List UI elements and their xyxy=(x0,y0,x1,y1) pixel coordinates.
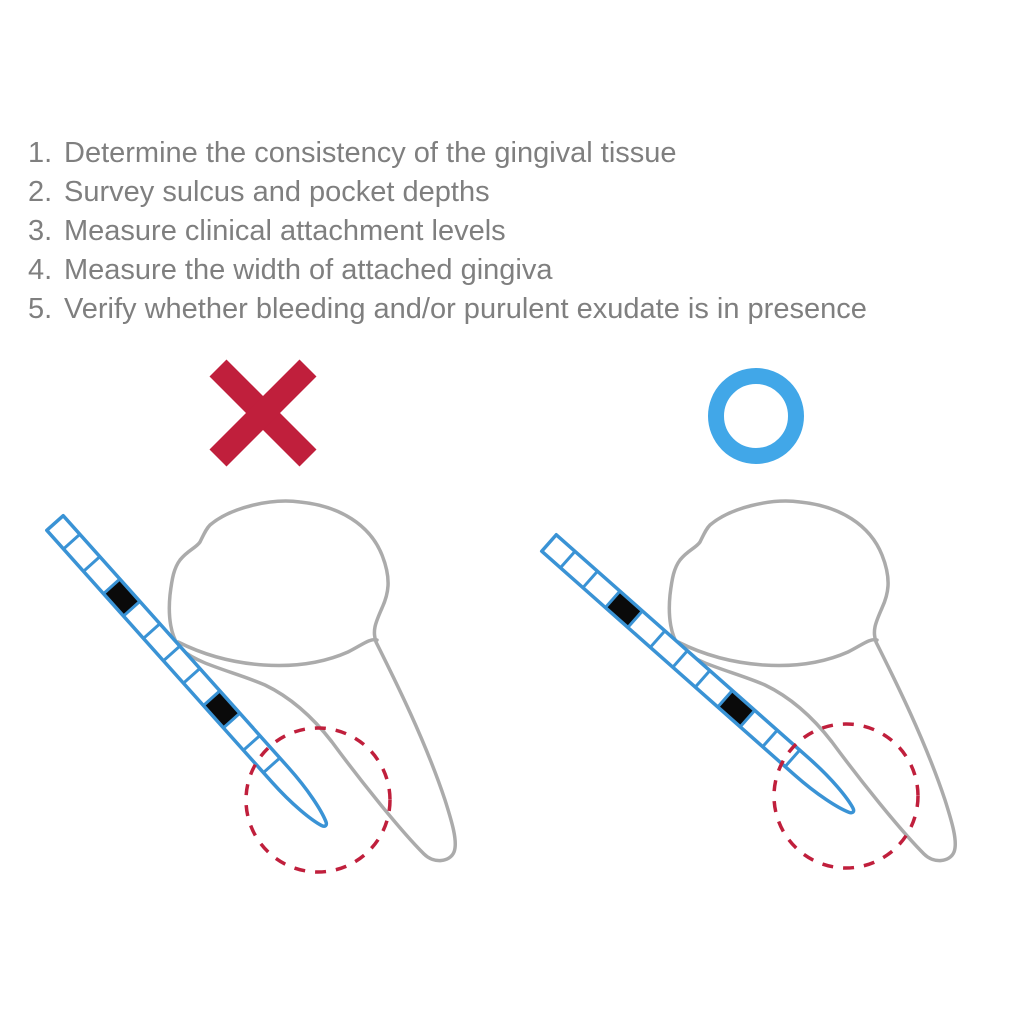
step-number: 5. xyxy=(28,293,53,325)
step-text: Determine the consistency of the gingiva… xyxy=(64,137,677,169)
figure-incorrect xyxy=(45,499,458,874)
highlight-circle xyxy=(244,726,392,874)
step-list: 1. Determine the consistency of the ging… xyxy=(28,134,1008,329)
step-text: Survey sulcus and pocket depths xyxy=(64,176,490,208)
probe-marking xyxy=(103,579,140,617)
periodontal-probe xyxy=(45,513,329,828)
periodontal-probe xyxy=(539,533,856,815)
cross-stroke xyxy=(209,359,317,467)
probe-marking xyxy=(203,690,240,728)
tooth-outline xyxy=(667,499,958,863)
cervical-line xyxy=(176,637,379,668)
step-number: 2. xyxy=(28,176,53,208)
step-item: 2. Survey sulcus and pocket depths xyxy=(28,173,1008,212)
probe-graduations xyxy=(559,550,801,768)
circle-icon xyxy=(708,368,804,464)
highlight-circle xyxy=(772,722,920,870)
probe-marking xyxy=(717,690,755,727)
step-number: 3. xyxy=(28,215,53,247)
step-item: 4. Measure the width of attached gingiva xyxy=(28,251,1008,290)
probe-outline xyxy=(45,513,329,828)
figure-correct xyxy=(539,499,958,870)
probe-graduations xyxy=(62,533,281,774)
step-number: 1. xyxy=(28,137,53,169)
probe-marking xyxy=(605,591,643,628)
probe-outline xyxy=(539,533,856,815)
step-item: 1. Determine the consistency of the ging… xyxy=(28,134,1008,173)
step-item: 3. Measure clinical attachment levels xyxy=(28,212,1008,251)
step-text: Verify whether bleeding and/or purulent … xyxy=(64,293,867,325)
step-text: Measure clinical attachment levels xyxy=(64,215,506,247)
cross-icon xyxy=(209,359,317,467)
step-item: 5. Verify whether bleeding and/or purule… xyxy=(28,290,1008,329)
cervical-line xyxy=(676,637,879,668)
step-number: 4. xyxy=(28,254,53,286)
step-text: Measure the width of attached gingiva xyxy=(64,254,553,286)
